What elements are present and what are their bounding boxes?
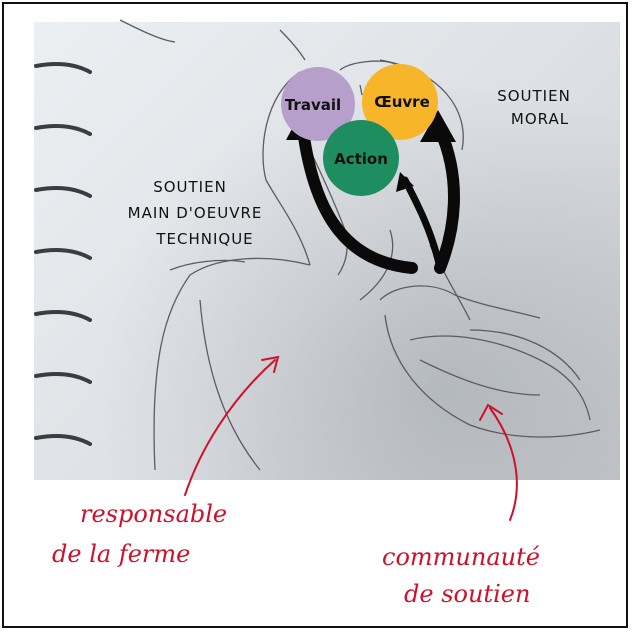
note-communaute-line-2: de soutien	[404, 580, 530, 608]
soutien-moral-line-1: SOUTIEN	[497, 87, 571, 105]
note-communaute-line-1: communauté	[382, 543, 540, 571]
red-arrows	[184, 355, 518, 521]
soutien-technique-line-2: MAIN D'OEUVRE	[128, 204, 263, 222]
travail-label: Travail	[285, 96, 341, 114]
soutien-technique-line-1: SOUTIEN	[153, 178, 227, 196]
oeuvre-label: Œuvre	[374, 93, 430, 111]
oeuvre-bubble	[362, 64, 438, 140]
spiral-binding	[34, 62, 92, 446]
note-responsable-line-2: de la ferme	[52, 540, 190, 568]
action-label: Action	[334, 150, 388, 168]
note-responsable-line-1: responsable	[80, 500, 227, 528]
soutien-moral-line-2: MORAL	[511, 110, 569, 128]
travail-bubble	[281, 67, 355, 141]
action-bubble	[323, 120, 399, 196]
soutien-technique-line-3: TECHNIQUE	[155, 230, 253, 248]
